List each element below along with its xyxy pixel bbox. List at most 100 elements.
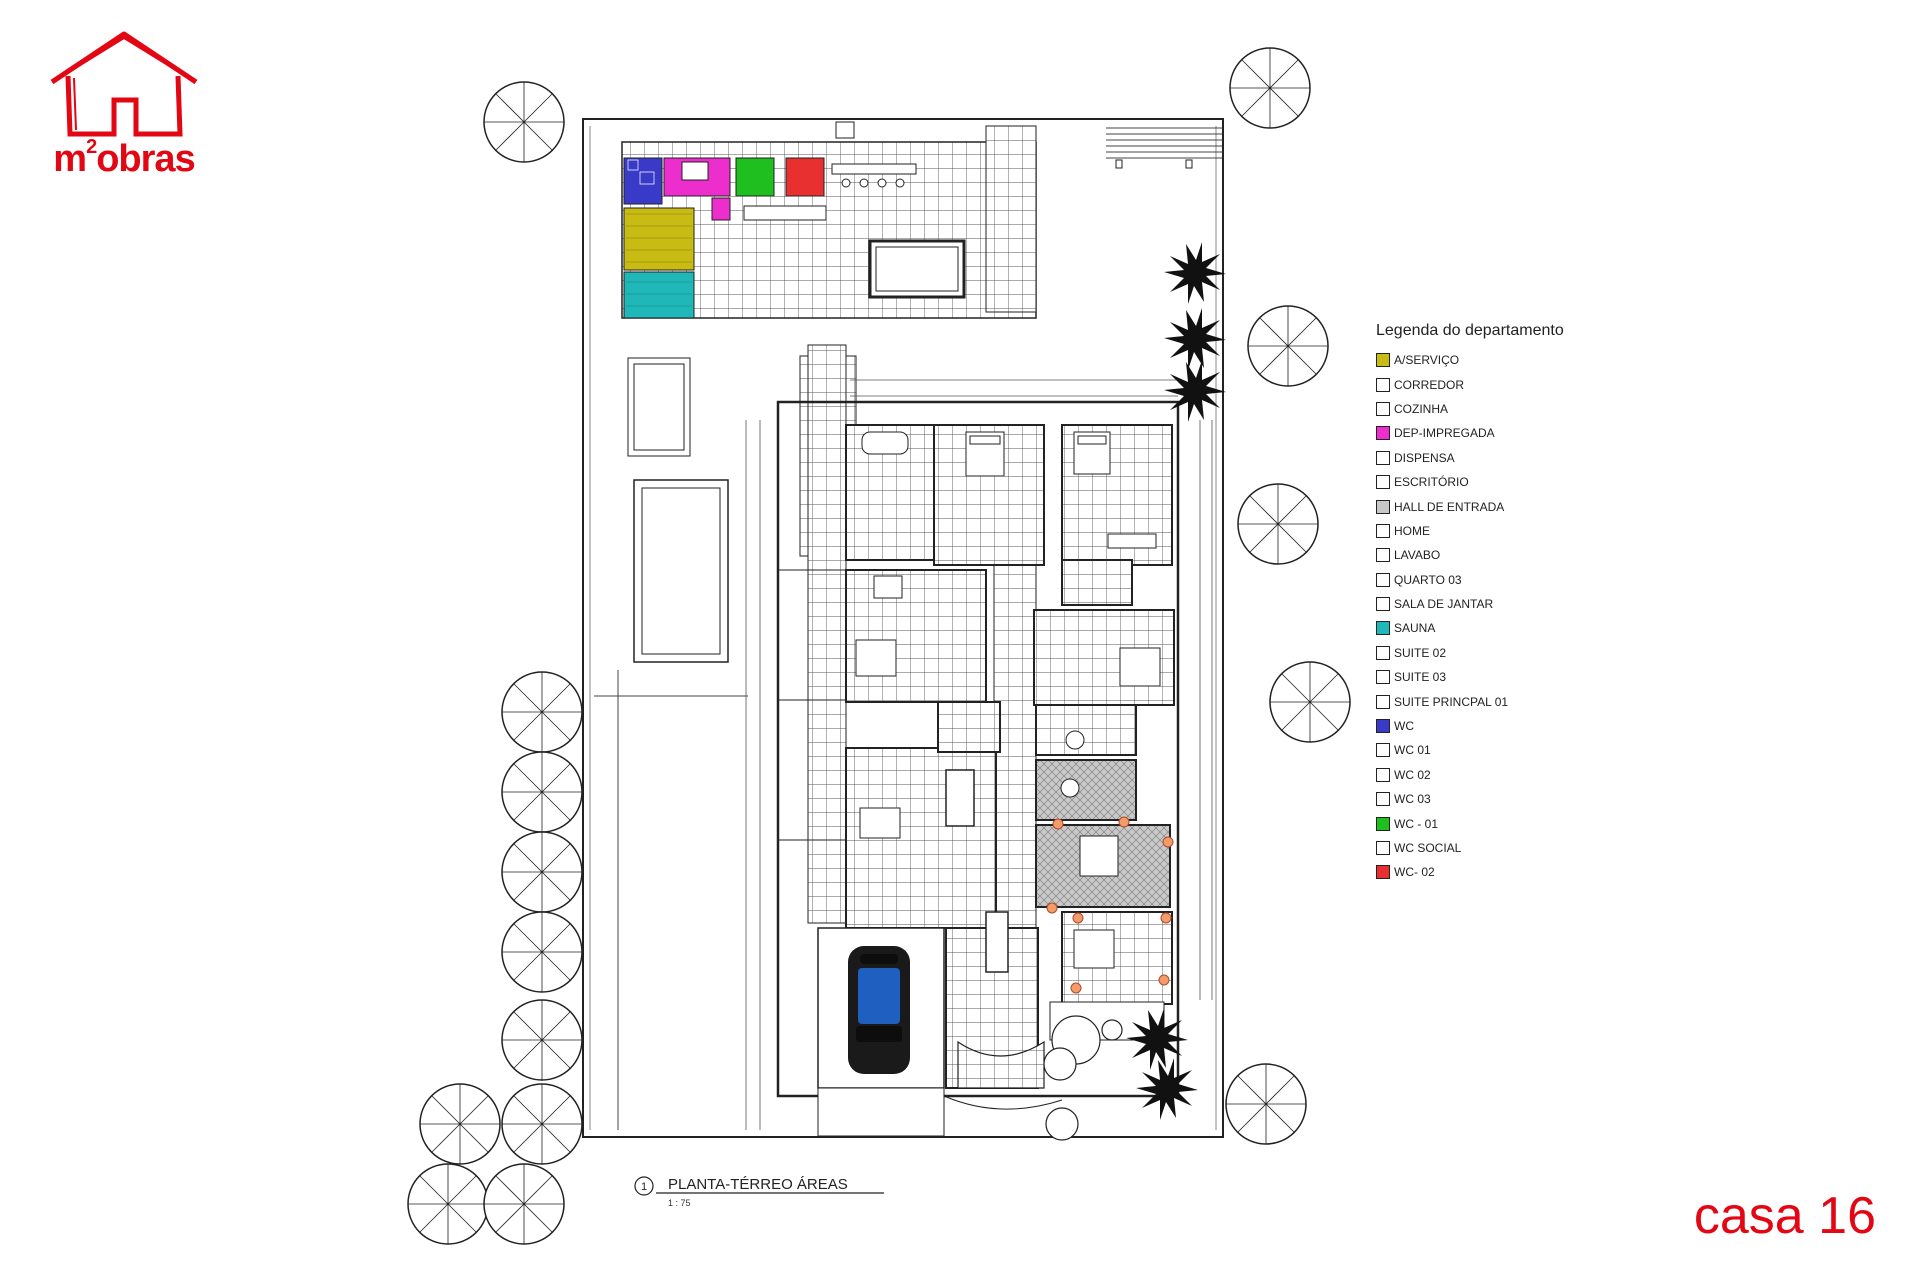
legend-swatch [1376, 426, 1390, 441]
legend-label: WC 02 [1394, 767, 1431, 782]
legend-label: DEP-IMPREGADA [1394, 426, 1495, 441]
legend-swatch [1376, 621, 1390, 636]
tree-icon [501, 911, 583, 993]
legend-item: DISPENSA [1376, 446, 1636, 470]
palm-icon [1164, 360, 1226, 422]
legend-label: WC - 01 [1394, 816, 1439, 831]
legend-item: WC- 02 [1376, 860, 1636, 884]
legend-swatch [1376, 572, 1390, 587]
legend-item: WC - 01 [1376, 811, 1636, 835]
legend-swatch [1376, 719, 1390, 734]
car-icon [848, 946, 910, 1074]
legend-label: WC 03 [1394, 792, 1431, 807]
legend-swatch [1376, 841, 1390, 855]
legend-item: HOME [1376, 519, 1636, 543]
legend-swatch [1376, 353, 1390, 368]
legend-label: WC [1394, 719, 1414, 734]
legend-label: WC 01 [1394, 743, 1431, 758]
legend-swatch [1376, 548, 1390, 563]
tree-icon [501, 999, 583, 1081]
legend-swatch [1376, 767, 1390, 782]
palm-plants [1126, 242, 1226, 1120]
legend-item: WC SOCIAL [1376, 836, 1636, 860]
tree-icon [1225, 1063, 1307, 1145]
garage [817, 927, 945, 1137]
legend-label: CORREDOR [1394, 377, 1465, 392]
legend-item: SUITE PRINCPAL 01 [1376, 689, 1636, 713]
brand-name: m2obras [53, 136, 195, 180]
legend-swatch [1376, 597, 1390, 612]
legend-label: SUITE PRINCPAL 01 [1394, 694, 1509, 709]
plan-scale: 1 : 75 [668, 1198, 691, 1208]
legend-swatch [1376, 645, 1390, 660]
service-block [623, 157, 827, 319]
legend-item: ESCRITÓRIO [1376, 470, 1636, 494]
legend-item: SUITE 02 [1376, 641, 1636, 665]
legend-label: ESCRITÓRIO [1394, 475, 1469, 490]
palm-icon [1164, 242, 1226, 304]
legend-item: SALA DE JANTAR [1376, 592, 1636, 616]
legend-swatch [1376, 694, 1390, 709]
trees [407, 47, 1351, 1245]
palm-icon [1164, 308, 1226, 370]
tree-icon [1237, 483, 1319, 565]
title-marker [634, 1176, 884, 1196]
legend-label: DISPENSA [1394, 450, 1455, 465]
palm-icon [1136, 1058, 1198, 1120]
legend-item: WC 03 [1376, 787, 1636, 811]
legend-item: DEP-IMPREGADA [1376, 421, 1636, 445]
tree-icon [501, 751, 583, 833]
legend-swatch [1376, 377, 1390, 392]
legend-label: SUITE 03 [1394, 670, 1447, 685]
legend-item: LAVABO [1376, 543, 1636, 567]
legend-label: SALA DE JANTAR [1394, 597, 1494, 612]
legend-label: COZINHA [1394, 401, 1448, 416]
side-garden [594, 357, 748, 1130]
view-number: 1 [641, 1181, 647, 1193]
legend-item: QUARTO 03 [1376, 568, 1636, 592]
tree-icon [1229, 47, 1311, 129]
legend-swatch [1376, 670, 1390, 685]
legend-swatch [1376, 743, 1390, 758]
house-icon [50, 31, 198, 137]
legend-label: WC- 02 [1394, 865, 1435, 880]
lot-boundary [582, 118, 1224, 1138]
legend-item: WC 01 [1376, 738, 1636, 762]
shrubs [1043, 1015, 1123, 1141]
legend-item: SAUNA [1376, 616, 1636, 640]
legend-item: HALL DE ENTRADA [1376, 494, 1636, 518]
tree-icon [501, 1083, 583, 1165]
tree-icon [501, 671, 583, 753]
legend-item: WC 02 [1376, 763, 1636, 787]
legend-label: SAUNA [1394, 621, 1436, 636]
tree-icon [483, 1163, 565, 1245]
tree-icon [501, 831, 583, 913]
tree-icon [1269, 661, 1351, 743]
legend-items: A/SERVIÇO CORREDOR COZINHA DEP-IMPREGADA DIS… [1376, 348, 1636, 885]
legend-item: CORREDOR [1376, 372, 1636, 396]
legend-swatch [1376, 401, 1390, 416]
legend-item: COZINHA [1376, 397, 1636, 421]
legend-title: Legenda do departamento [1376, 322, 1564, 339]
legend-swatch [1376, 816, 1390, 831]
tree-icon [407, 1163, 489, 1245]
tree-icon [1247, 305, 1329, 387]
legend-item: WC [1376, 714, 1636, 738]
legend-swatch [1376, 523, 1390, 538]
legend-label: QUARTO 03 [1394, 572, 1462, 587]
plan-title: PLANTA-TÉRREO ÁREAS [668, 1176, 848, 1193]
legend-swatch [1376, 792, 1390, 807]
palm-icon [1126, 1008, 1188, 1070]
legend-label: WC SOCIAL [1394, 841, 1462, 855]
legend-label: LAVABO [1394, 548, 1441, 563]
house-footprint [776, 344, 1180, 1098]
tree-icon [483, 81, 565, 163]
legend-label: HOME [1394, 523, 1430, 538]
legend-item: SUITE 03 [1376, 665, 1636, 689]
legend-swatch [1376, 450, 1390, 465]
legend-swatch [1376, 865, 1390, 880]
legend-item: A/SERVIÇO [1376, 348, 1636, 372]
legend-swatch [1376, 499, 1390, 514]
legend-swatch [1376, 475, 1390, 490]
